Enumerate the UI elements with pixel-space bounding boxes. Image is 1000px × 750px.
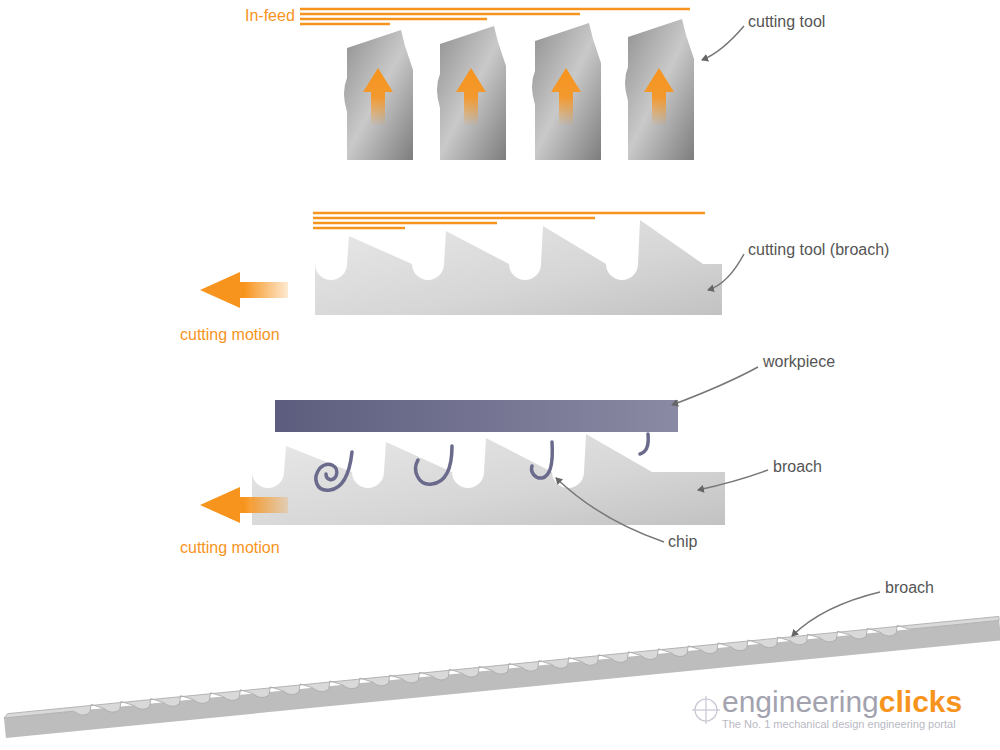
broach-section — [252, 434, 725, 525]
long-broach-teeth — [4, 615, 1000, 722]
cutting-tool-shape — [344, 30, 413, 160]
broach-body — [252, 434, 725, 525]
watermark-icon — [692, 696, 720, 724]
watermark-text: The No. 1 mechanical design engineering … — [722, 718, 956, 731]
leader-lines — [556, 26, 880, 636]
callout-label: broach — [773, 457, 822, 476]
watermark-text: engineering — [722, 684, 879, 720]
motion-arrow — [200, 272, 288, 308]
cutting-tool-shape — [625, 19, 694, 160]
feed-arrow — [363, 68, 393, 126]
motion-arrow — [200, 487, 288, 523]
long-broach-group — [4, 615, 1000, 737]
cutting-tool-shape — [532, 23, 601, 160]
watermark-text: clicks — [879, 684, 962, 720]
callout-label: broach — [885, 578, 934, 597]
callout-label: chip — [668, 532, 697, 551]
cutting-tool-shape — [437, 26, 506, 160]
feed-arrow — [644, 68, 674, 126]
callout-label: In-feed — [245, 6, 295, 25]
feed-arrow — [456, 68, 486, 126]
single-point-tools — [344, 19, 694, 160]
chips — [316, 434, 648, 490]
callout-label: cutting motion — [180, 325, 280, 344]
workpiece-bar — [275, 400, 678, 432]
broach-section — [315, 220, 722, 315]
callout-label: workpiece — [763, 352, 835, 371]
feed-arrow — [551, 68, 581, 126]
long-broach — [4, 615, 1000, 737]
in-feed-lines — [300, 9, 690, 24]
callout-label: cutting tool (broach) — [748, 240, 889, 259]
broach-body — [315, 220, 722, 315]
long-broach-side — [4, 620, 1000, 737]
callout-label: cutting motion — [180, 538, 280, 557]
callout-label: cutting tool — [748, 12, 825, 31]
